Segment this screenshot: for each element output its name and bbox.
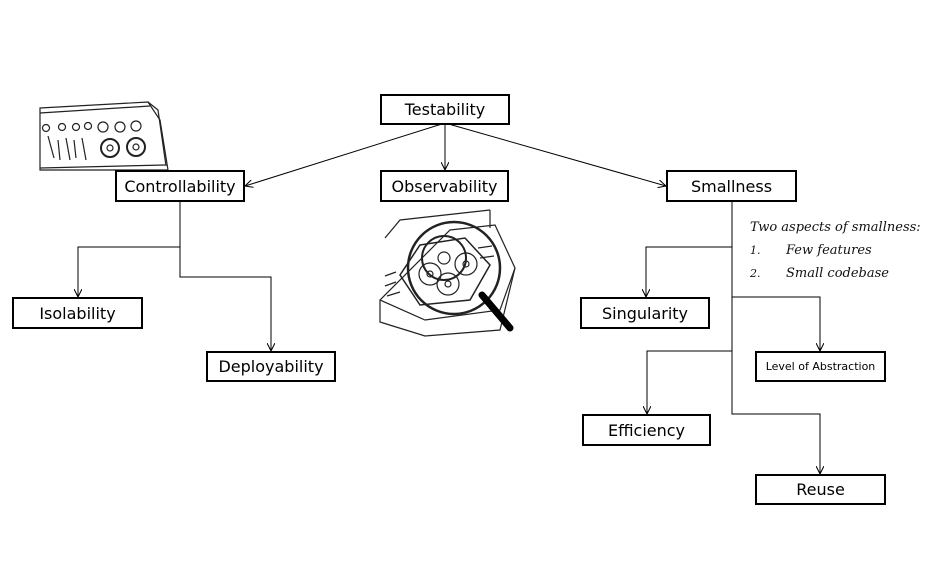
note-item: 2. Small codebase [750, 262, 921, 285]
node-reuse: Reuse [755, 474, 886, 505]
node-deployability: Deployability [206, 351, 336, 382]
node-singularity: Singularity [580, 297, 710, 329]
node-observability: Observability [380, 170, 509, 202]
note-title: Two aspects of smallness: [750, 220, 921, 235]
node-isolability: Isolability [12, 297, 143, 329]
node-testability: Testability [380, 94, 510, 125]
control-panel-illustration [39, 101, 169, 171]
node-smallness: Smallness [666, 170, 797, 202]
node-efficiency: Efficiency [582, 414, 711, 446]
note-item-number: 2. [750, 267, 761, 280]
gears-magnifier-illustration [379, 209, 516, 337]
note-item-text: Few features [786, 243, 872, 258]
note-item-number: 1. [750, 244, 761, 257]
node-controllability: Controllability [115, 170, 245, 202]
node-level-of-abstraction: Level of Abstraction [755, 351, 886, 382]
note-item-text: Small codebase [786, 266, 889, 281]
connectors [78, 122, 820, 474]
smallness-note: Two aspects of smallness: 1. Few feature… [750, 216, 921, 285]
note-item: 1. Few features [750, 239, 921, 262]
